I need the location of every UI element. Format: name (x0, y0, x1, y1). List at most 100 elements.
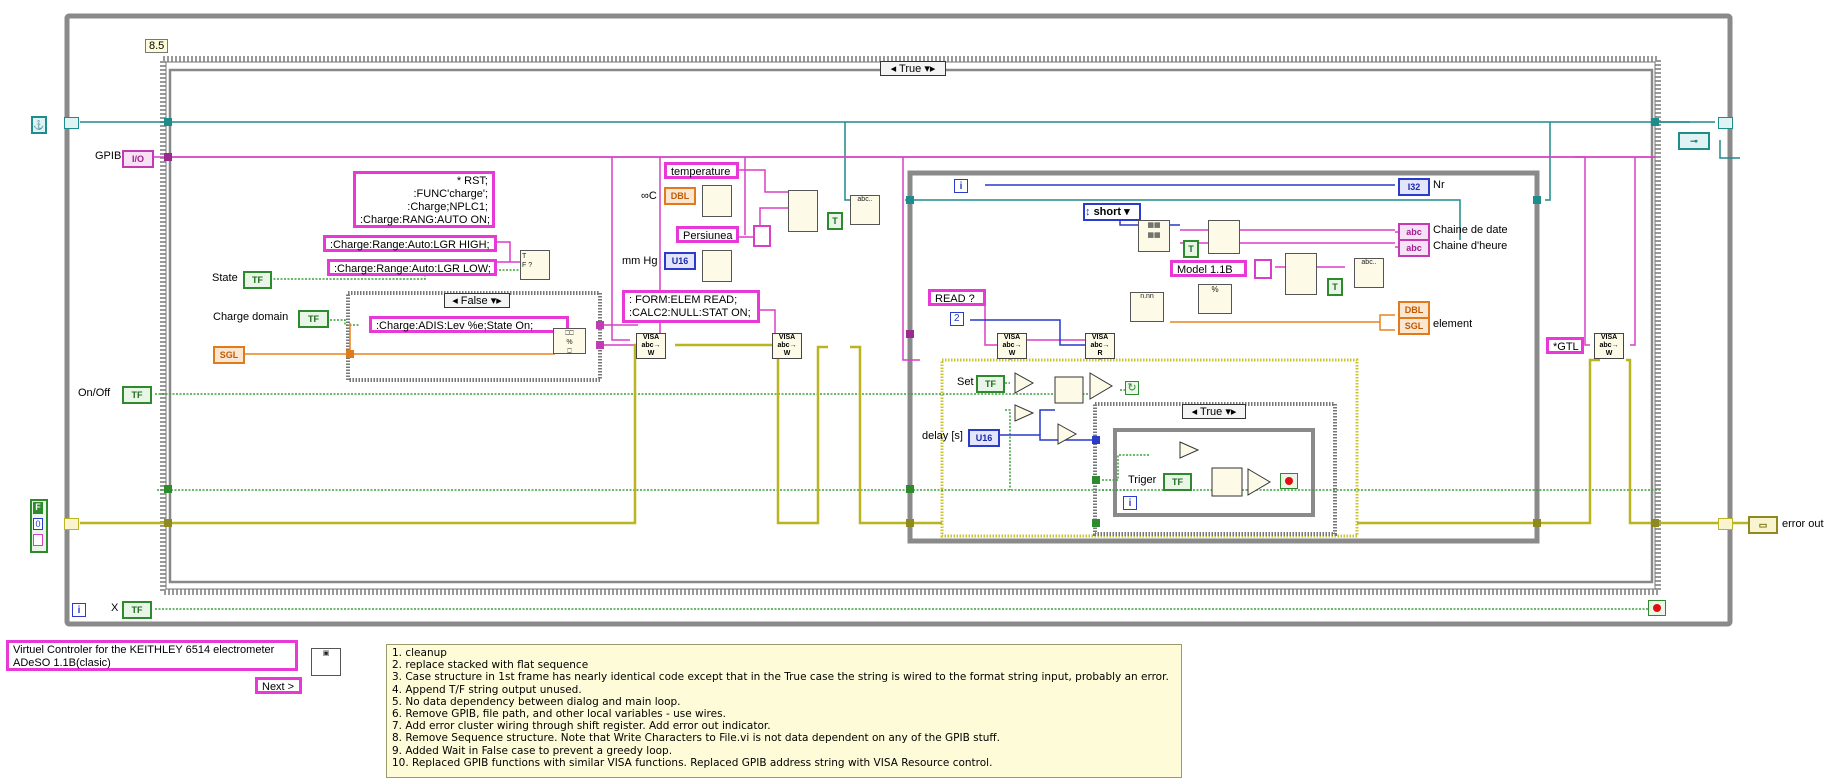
gtl-string: *GTL (1546, 337, 1584, 354)
chevron-down-icon[interactable]: ▾▸ (1225, 406, 1237, 418)
note-line: 3. Case structure in 1st frame has nearl… (392, 671, 1169, 684)
mmhg-u16-control[interactable]: U16 (664, 252, 696, 270)
while-loop-outer (64, 13, 1733, 627)
chaine-heure-indicator: abc (1398, 239, 1430, 257)
lgr-high-string: :Charge:Range:Auto:LGR HIGH; (323, 235, 497, 252)
true-constant-3: T (1327, 278, 1343, 296)
celsius-dbl-control[interactable]: DBL (664, 187, 696, 205)
selector-left-arrow[interactable]: ◂ (452, 295, 458, 307)
onoff-label: On/Off (78, 387, 111, 399)
gpib-control[interactable]: I/O (122, 150, 154, 168)
empty-string-constant-2 (1254, 259, 1272, 279)
innermost-loop-iteration-icon: i (1123, 496, 1137, 510)
adis-format-string: :Charge:ADIS:Lev %e;State On; (369, 316, 569, 333)
tunnel (1092, 519, 1100, 527)
next-button-string: Next > (255, 677, 302, 694)
shift-register-error-right (1718, 518, 1733, 530)
error-out-label: error out (1782, 518, 1824, 530)
outer-loop-stop-icon (1648, 600, 1666, 616)
note-line: 10. Replaced GPIB functions with similar… (392, 756, 993, 769)
number-to-string-node-1 (702, 185, 732, 217)
tunnel (1533, 519, 1541, 527)
scan-from-string-node: n.nn (1130, 292, 1164, 322)
nr-indicator: I32 (1398, 178, 1430, 196)
set-control[interactable]: TF (976, 375, 1005, 393)
inner-loop-iteration-icon: i (954, 179, 968, 193)
short-enum-value: short (1093, 206, 1122, 218)
persiunea-string: Persiunea (676, 226, 739, 243)
tunnel (906, 196, 914, 204)
number-to-string-node-2 (702, 250, 732, 282)
shift-register-right (1718, 117, 1733, 129)
wire-blue (970, 184, 1395, 441)
celsius-unit: ∞C (641, 190, 657, 202)
tunnel (1651, 118, 1659, 126)
visa-resource-out-indicator: ⊸ (1678, 132, 1710, 150)
tunnel (164, 519, 172, 527)
selector-left-arrow[interactable]: ◂ (890, 63, 897, 75)
selector-left-arrow[interactable]: ◂ (1191, 406, 1198, 418)
chevron-down-icon[interactable]: ▾▸ (490, 295, 502, 307)
chaine-heure-label: Chaine d'heure (1433, 240, 1508, 252)
onoff-control[interactable]: TF (122, 386, 152, 404)
sequence-frame (160, 56, 1661, 595)
case-selector-outer[interactable]: ◂ True ▾▸ (880, 61, 946, 76)
delay-control[interactable]: U16 (968, 429, 1000, 447)
case-selector-inner-label: True (1200, 406, 1223, 418)
chevron-down-icon[interactable]: ▾ (1124, 206, 1130, 218)
two-constant: 2 (950, 312, 964, 326)
tunnel (906, 519, 914, 527)
empty-string-constant (753, 225, 771, 247)
enum-arrows-icon: ↕ (1085, 206, 1091, 218)
case-selector-false-label: False (460, 295, 488, 307)
tunnel (164, 118, 172, 126)
case-selector-false[interactable]: ◂ False ▾▸ (444, 293, 510, 308)
true-constant-2: T (1183, 240, 1199, 258)
note-line: 9. Added Wait in False case to prevent a… (392, 744, 673, 757)
note-line: 1. cleanup (392, 647, 447, 659)
tunnel (1533, 196, 1541, 204)
chevron-down-icon[interactable]: ▾▸ (924, 63, 936, 75)
while-loop-inner (907, 170, 1540, 544)
tunnel (1651, 519, 1659, 527)
short-enum-control[interactable]: ↕ short ▾ (1083, 203, 1141, 221)
chaine-date-label: Chaine de date (1433, 224, 1508, 236)
state-label: State (212, 272, 238, 284)
error-out-indicator: ▭ (1748, 516, 1778, 534)
case-selector-inner[interactable]: ◂ True ▾▸ (1182, 404, 1246, 419)
set-label: Set (957, 376, 974, 388)
shift-register-error-left (64, 518, 79, 530)
error-source-constant (33, 534, 43, 546)
wire-error (80, 343, 1755, 525)
gpib-label: GPIB (95, 150, 122, 162)
frame-label: 8.5 (145, 39, 169, 53)
error-code-constant: 0 (33, 518, 43, 530)
lgr-low-string: :Charge:Range:Auto:LGR LOW; (327, 259, 497, 276)
charge-domain-label: Charge domain (213, 311, 289, 323)
x-control[interactable]: TF (122, 601, 152, 619)
state-control[interactable]: TF (243, 271, 272, 289)
tunnel (906, 330, 914, 338)
note-line: 4. Append T/F string output unused. (392, 683, 582, 696)
sgl-control[interactable]: SGL (213, 346, 245, 364)
tunnel (164, 485, 172, 493)
format-datetime-node (1208, 220, 1240, 254)
error-cluster-constant: F 0 (30, 499, 48, 553)
get-datetime-node: ▦▦▦▦ (1138, 220, 1170, 252)
triger-control[interactable]: TF (1163, 473, 1192, 491)
delay-label: delay [s] (922, 430, 963, 442)
note-line: 5. No data dependency between dialog and… (392, 695, 681, 708)
read-query-string: READ ? (928, 289, 986, 306)
write-to-file-node: abc.. (850, 195, 880, 225)
wire-teal (80, 121, 1740, 240)
charge-domain-control[interactable]: TF (298, 310, 329, 328)
concatenate-strings-node (788, 190, 818, 232)
triger-label: Triger (1128, 474, 1157, 486)
anchor-icon[interactable]: ⚓ (31, 116, 47, 134)
nr-label: Nr (1433, 179, 1445, 191)
